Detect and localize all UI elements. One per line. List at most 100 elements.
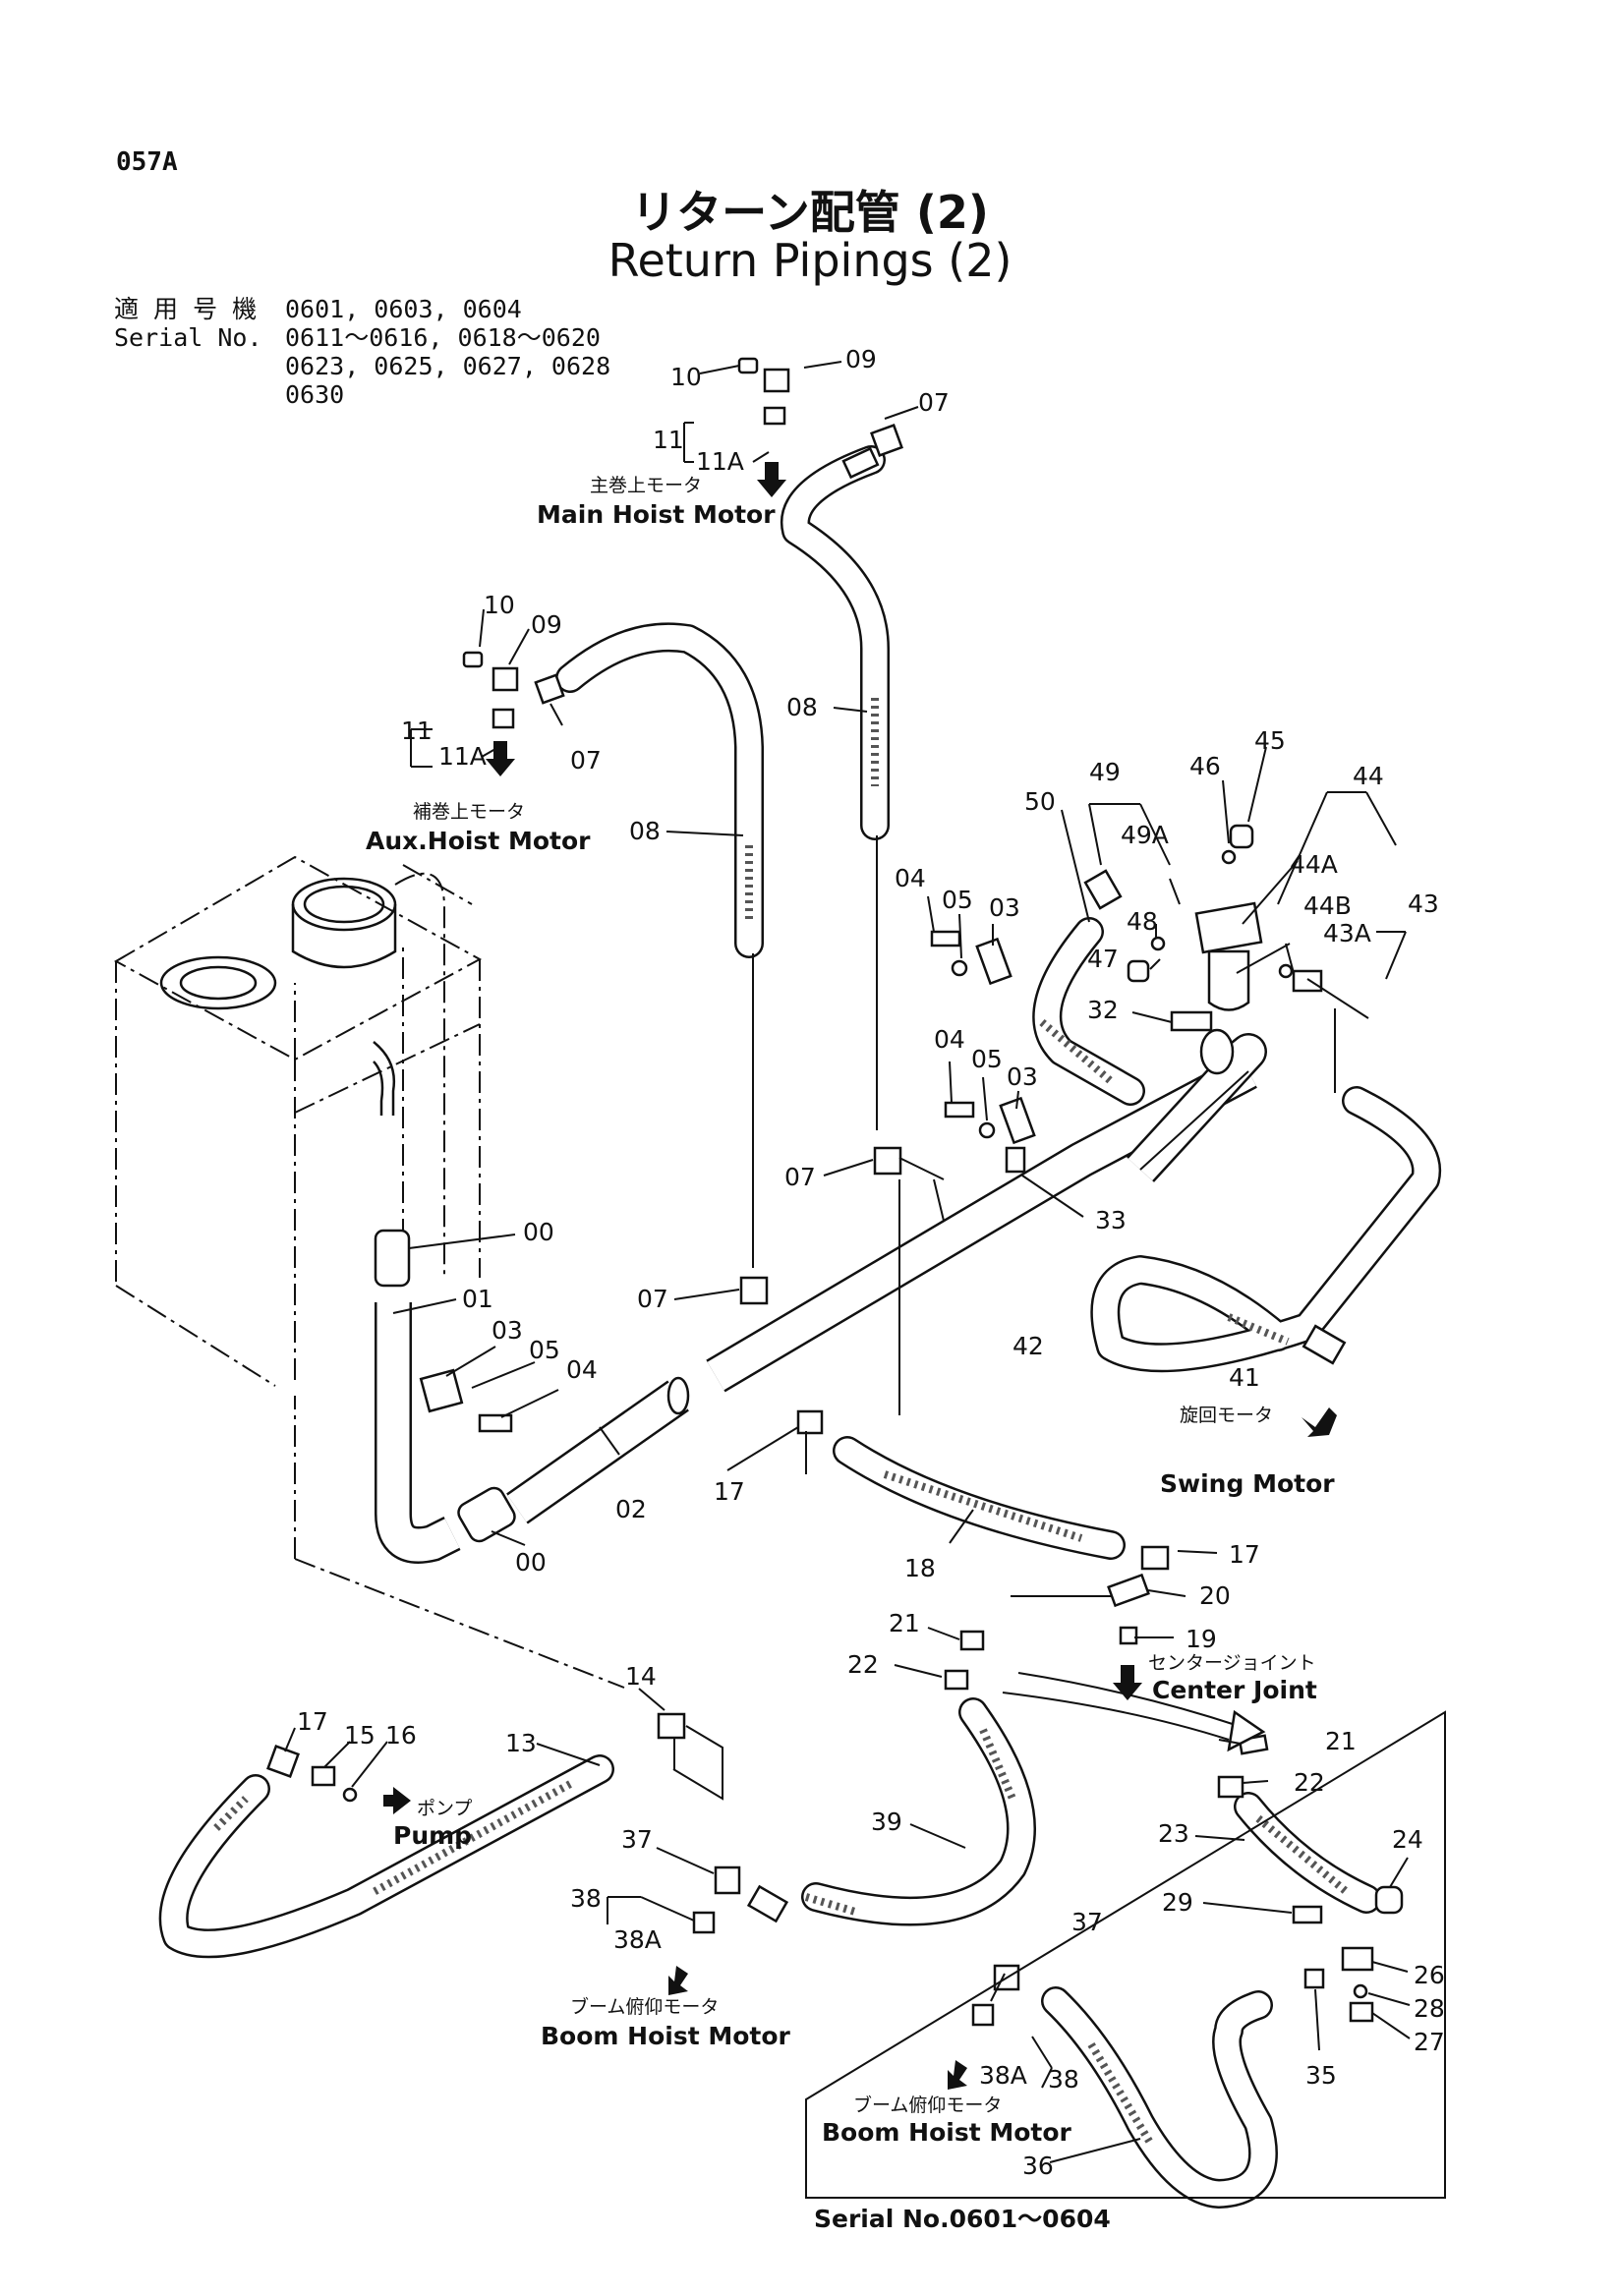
aux-hoist-label-japanese: 補巻上モータ bbox=[413, 801, 525, 823]
tee-07-lower bbox=[739, 1276, 769, 1305]
part-label: 08 bbox=[786, 693, 818, 721]
clamp-03-tank bbox=[419, 1368, 464, 1413]
adapter-11-aux bbox=[492, 708, 515, 729]
plug-27 bbox=[1349, 2001, 1374, 2023]
main-hoist-label-japanese: 主巻上モータ bbox=[590, 475, 702, 496]
part-label: 04 bbox=[566, 1355, 598, 1384]
flow-arrows bbox=[383, 462, 1337, 2090]
part-label: 21 bbox=[1325, 1727, 1357, 1755]
inset-serial-caption: Serial No.0601～0604 bbox=[814, 2205, 1111, 2233]
pump-label-japanese: ポンプ bbox=[417, 1798, 472, 1819]
arrow-aux-hoist-icon bbox=[486, 741, 515, 776]
part-label: 38 bbox=[570, 1884, 602, 1913]
serial-number-list: 0601, 0603, 0604 0611～0616, 0618～0620 06… bbox=[285, 295, 610, 409]
part-label: 00 bbox=[515, 1548, 547, 1577]
part-label: 28 bbox=[1414, 1994, 1445, 2023]
part-label: 32 bbox=[1087, 996, 1119, 1024]
filter-head-44 bbox=[1194, 901, 1263, 954]
connector-43 bbox=[1292, 969, 1323, 993]
part-label: 38A bbox=[613, 1925, 662, 1954]
elbow-07-main bbox=[870, 424, 903, 457]
part-label: 46 bbox=[1189, 752, 1221, 780]
center-joint-label-japanese: センタージョイント bbox=[1148, 1652, 1316, 1674]
part-label: 49 bbox=[1089, 758, 1121, 786]
part-label: 35 bbox=[1305, 2061, 1337, 2090]
part-label: 38A bbox=[979, 2061, 1027, 2090]
page-title: Return Pipings (2) bbox=[608, 234, 1012, 287]
part-label: 11 bbox=[401, 717, 433, 745]
washer-05-upper bbox=[951, 959, 968, 977]
serial-line: 0611～0616, 0618～0620 bbox=[285, 323, 601, 352]
bolt-04-upper bbox=[930, 930, 961, 947]
part-label: 17 bbox=[714, 1477, 745, 1506]
hose-13 bbox=[158, 1754, 614, 1959]
union-20 bbox=[1107, 1573, 1150, 1608]
oring-16 bbox=[342, 1787, 358, 1803]
pipe-01 bbox=[375, 1302, 461, 1564]
part-label: 10 bbox=[670, 363, 702, 391]
elbow-24 bbox=[1374, 1885, 1404, 1915]
main-return-pipe bbox=[706, 1028, 1267, 1393]
arrow-main-hoist-icon bbox=[757, 462, 786, 497]
nut-47 bbox=[1127, 959, 1150, 983]
hose-39 bbox=[801, 1697, 1036, 1926]
elbow-17-right bbox=[1140, 1545, 1170, 1571]
part-label: 00 bbox=[523, 1218, 554, 1246]
adapter-35 bbox=[1303, 1968, 1325, 1989]
part-label: 07 bbox=[918, 388, 950, 417]
bolt-04-tank bbox=[478, 1413, 513, 1433]
part-label: 50 bbox=[1024, 787, 1056, 816]
arrow-boom-hoist-icon bbox=[668, 1966, 688, 1995]
elbow-07-aux bbox=[534, 673, 565, 705]
pipe-02 bbox=[506, 1376, 690, 1524]
part-label: 24 bbox=[1392, 1825, 1423, 1854]
elbow-37 bbox=[714, 1866, 741, 1895]
hose-08-aux bbox=[555, 622, 764, 1268]
part-label: 44A bbox=[1290, 850, 1338, 879]
serial-label: 適 用 号 機 Serial No. bbox=[114, 295, 262, 352]
serial-line: 0630 bbox=[285, 380, 345, 409]
boom-hoist-label-japanese: ブーム俯仰モータ bbox=[570, 1995, 719, 2018]
oring-43A bbox=[1278, 963, 1294, 979]
part-label: 03 bbox=[1007, 1062, 1038, 1091]
elbow-17-pump bbox=[266, 1745, 300, 1778]
part-label: 39 bbox=[871, 1808, 902, 1836]
plug-29 bbox=[1292, 1905, 1323, 1924]
part-label: 05 bbox=[942, 886, 973, 914]
adapter-22-inset bbox=[1217, 1775, 1244, 1799]
part-label: 04 bbox=[895, 864, 926, 892]
part-label: 04 bbox=[934, 1025, 965, 1054]
bolt-04-lower bbox=[944, 1101, 975, 1119]
part-label: 44 bbox=[1353, 762, 1384, 790]
part-label: 21 bbox=[889, 1609, 920, 1637]
destination-labels: 主巻上モータ Main Hoist Motor 補巻上モータ Aux.Hoist… bbox=[366, 475, 1335, 2233]
part-label: 33 bbox=[1095, 1206, 1127, 1234]
adapter-22 bbox=[944, 1669, 969, 1691]
part-label: 05 bbox=[971, 1045, 1003, 1073]
part-label: 08 bbox=[629, 817, 661, 845]
part-label: 01 bbox=[462, 1285, 493, 1313]
hose-08-main bbox=[781, 445, 890, 1130]
part-label: 15 bbox=[344, 1721, 376, 1750]
elbow-41 bbox=[1302, 1324, 1347, 1365]
part-label: 20 bbox=[1199, 1581, 1231, 1610]
part-label: 22 bbox=[847, 1650, 879, 1679]
swing-motor-label: Swing Motor bbox=[1160, 1469, 1335, 1498]
tee-26 bbox=[1341, 1946, 1374, 1972]
serial-label-japanese: 適 用 号 機 bbox=[114, 295, 258, 323]
center-joint-label: Center Joint bbox=[1152, 1676, 1317, 1704]
part-label: 43 bbox=[1408, 890, 1439, 918]
hydraulic-tank bbox=[113, 855, 625, 1689]
oring-46 bbox=[1221, 849, 1237, 865]
boom-hoist-inset-label: Boom Hoist Motor bbox=[822, 2118, 1072, 2147]
part-label: 36 bbox=[1022, 2152, 1054, 2180]
pump-label: Pump bbox=[393, 1821, 472, 1850]
part-label: 02 bbox=[615, 1495, 647, 1523]
part-label: 14 bbox=[625, 1662, 657, 1691]
adapter-38 bbox=[692, 1911, 716, 1934]
elbow-49 bbox=[1083, 869, 1123, 910]
part-label: 26 bbox=[1414, 1961, 1445, 1989]
part-label: 48 bbox=[1127, 907, 1158, 936]
page-title-japanese: リターン配管 (2) bbox=[631, 186, 989, 239]
